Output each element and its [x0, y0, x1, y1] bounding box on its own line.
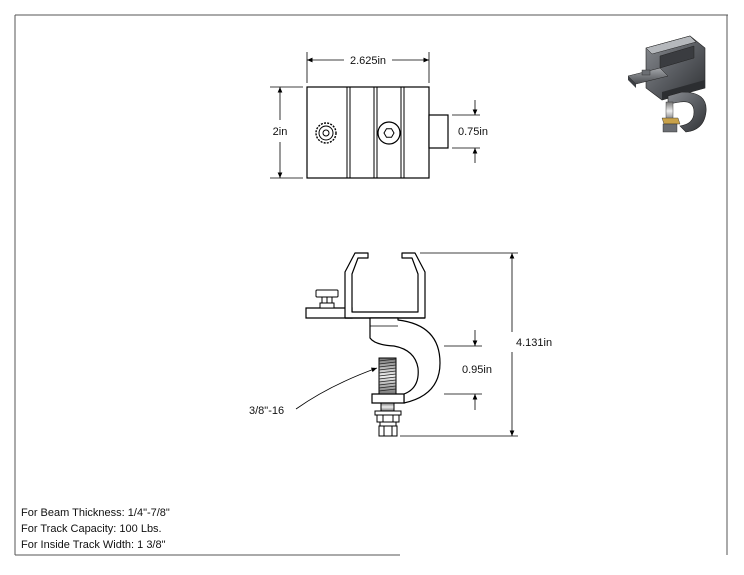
- top-bolt-dimension: [452, 100, 480, 163]
- top-view: 2.625in 2in 0.75in: [270, 52, 488, 179]
- note-track-width: For Inside Track Width: 1 3/8": [21, 539, 166, 551]
- side-height-dimension: [400, 252, 518, 437]
- clamp-hook: [369, 317, 441, 404]
- side-view: 4.131in 0.95in 3/8"-16: [249, 252, 552, 437]
- sheet-border: [14, 14, 728, 556]
- beam-clamp-3d-thumbnail: [627, 35, 707, 133]
- thread-callout-leader: [295, 367, 378, 410]
- hex-nut-icon: [374, 410, 402, 437]
- top-width-dimension: [306, 52, 430, 83]
- top-height-label: 2in: [273, 126, 288, 138]
- side-opening-dimension: [444, 330, 482, 410]
- side-opening-label: 0.95in: [462, 364, 492, 376]
- top-bolt-label: 0.75in: [458, 126, 488, 138]
- threaded-rod-icon: [378, 357, 397, 412]
- clamp-jaw: [371, 393, 405, 404]
- channel-profile: [344, 252, 426, 319]
- top-view-bolt-stub: [428, 114, 449, 149]
- top-height-dimension: [270, 86, 303, 179]
- thread-callout-label: 3/8"-16: [249, 405, 284, 417]
- top-width-label: 2.625in: [350, 55, 386, 67]
- knurled-nut-icon: [315, 122, 337, 144]
- side-height-label: 4.131in: [516, 337, 552, 349]
- top-view-channel-lines: [346, 87, 405, 178]
- note-track-capacity: For Track Capacity: 100 Lbs.: [21, 523, 162, 535]
- socket-head-bolt-icon: [377, 121, 401, 145]
- plate-nut-icon: [315, 289, 339, 309]
- note-beam-thickness: For Beam Thickness: 1/4"-7/8": [21, 507, 170, 519]
